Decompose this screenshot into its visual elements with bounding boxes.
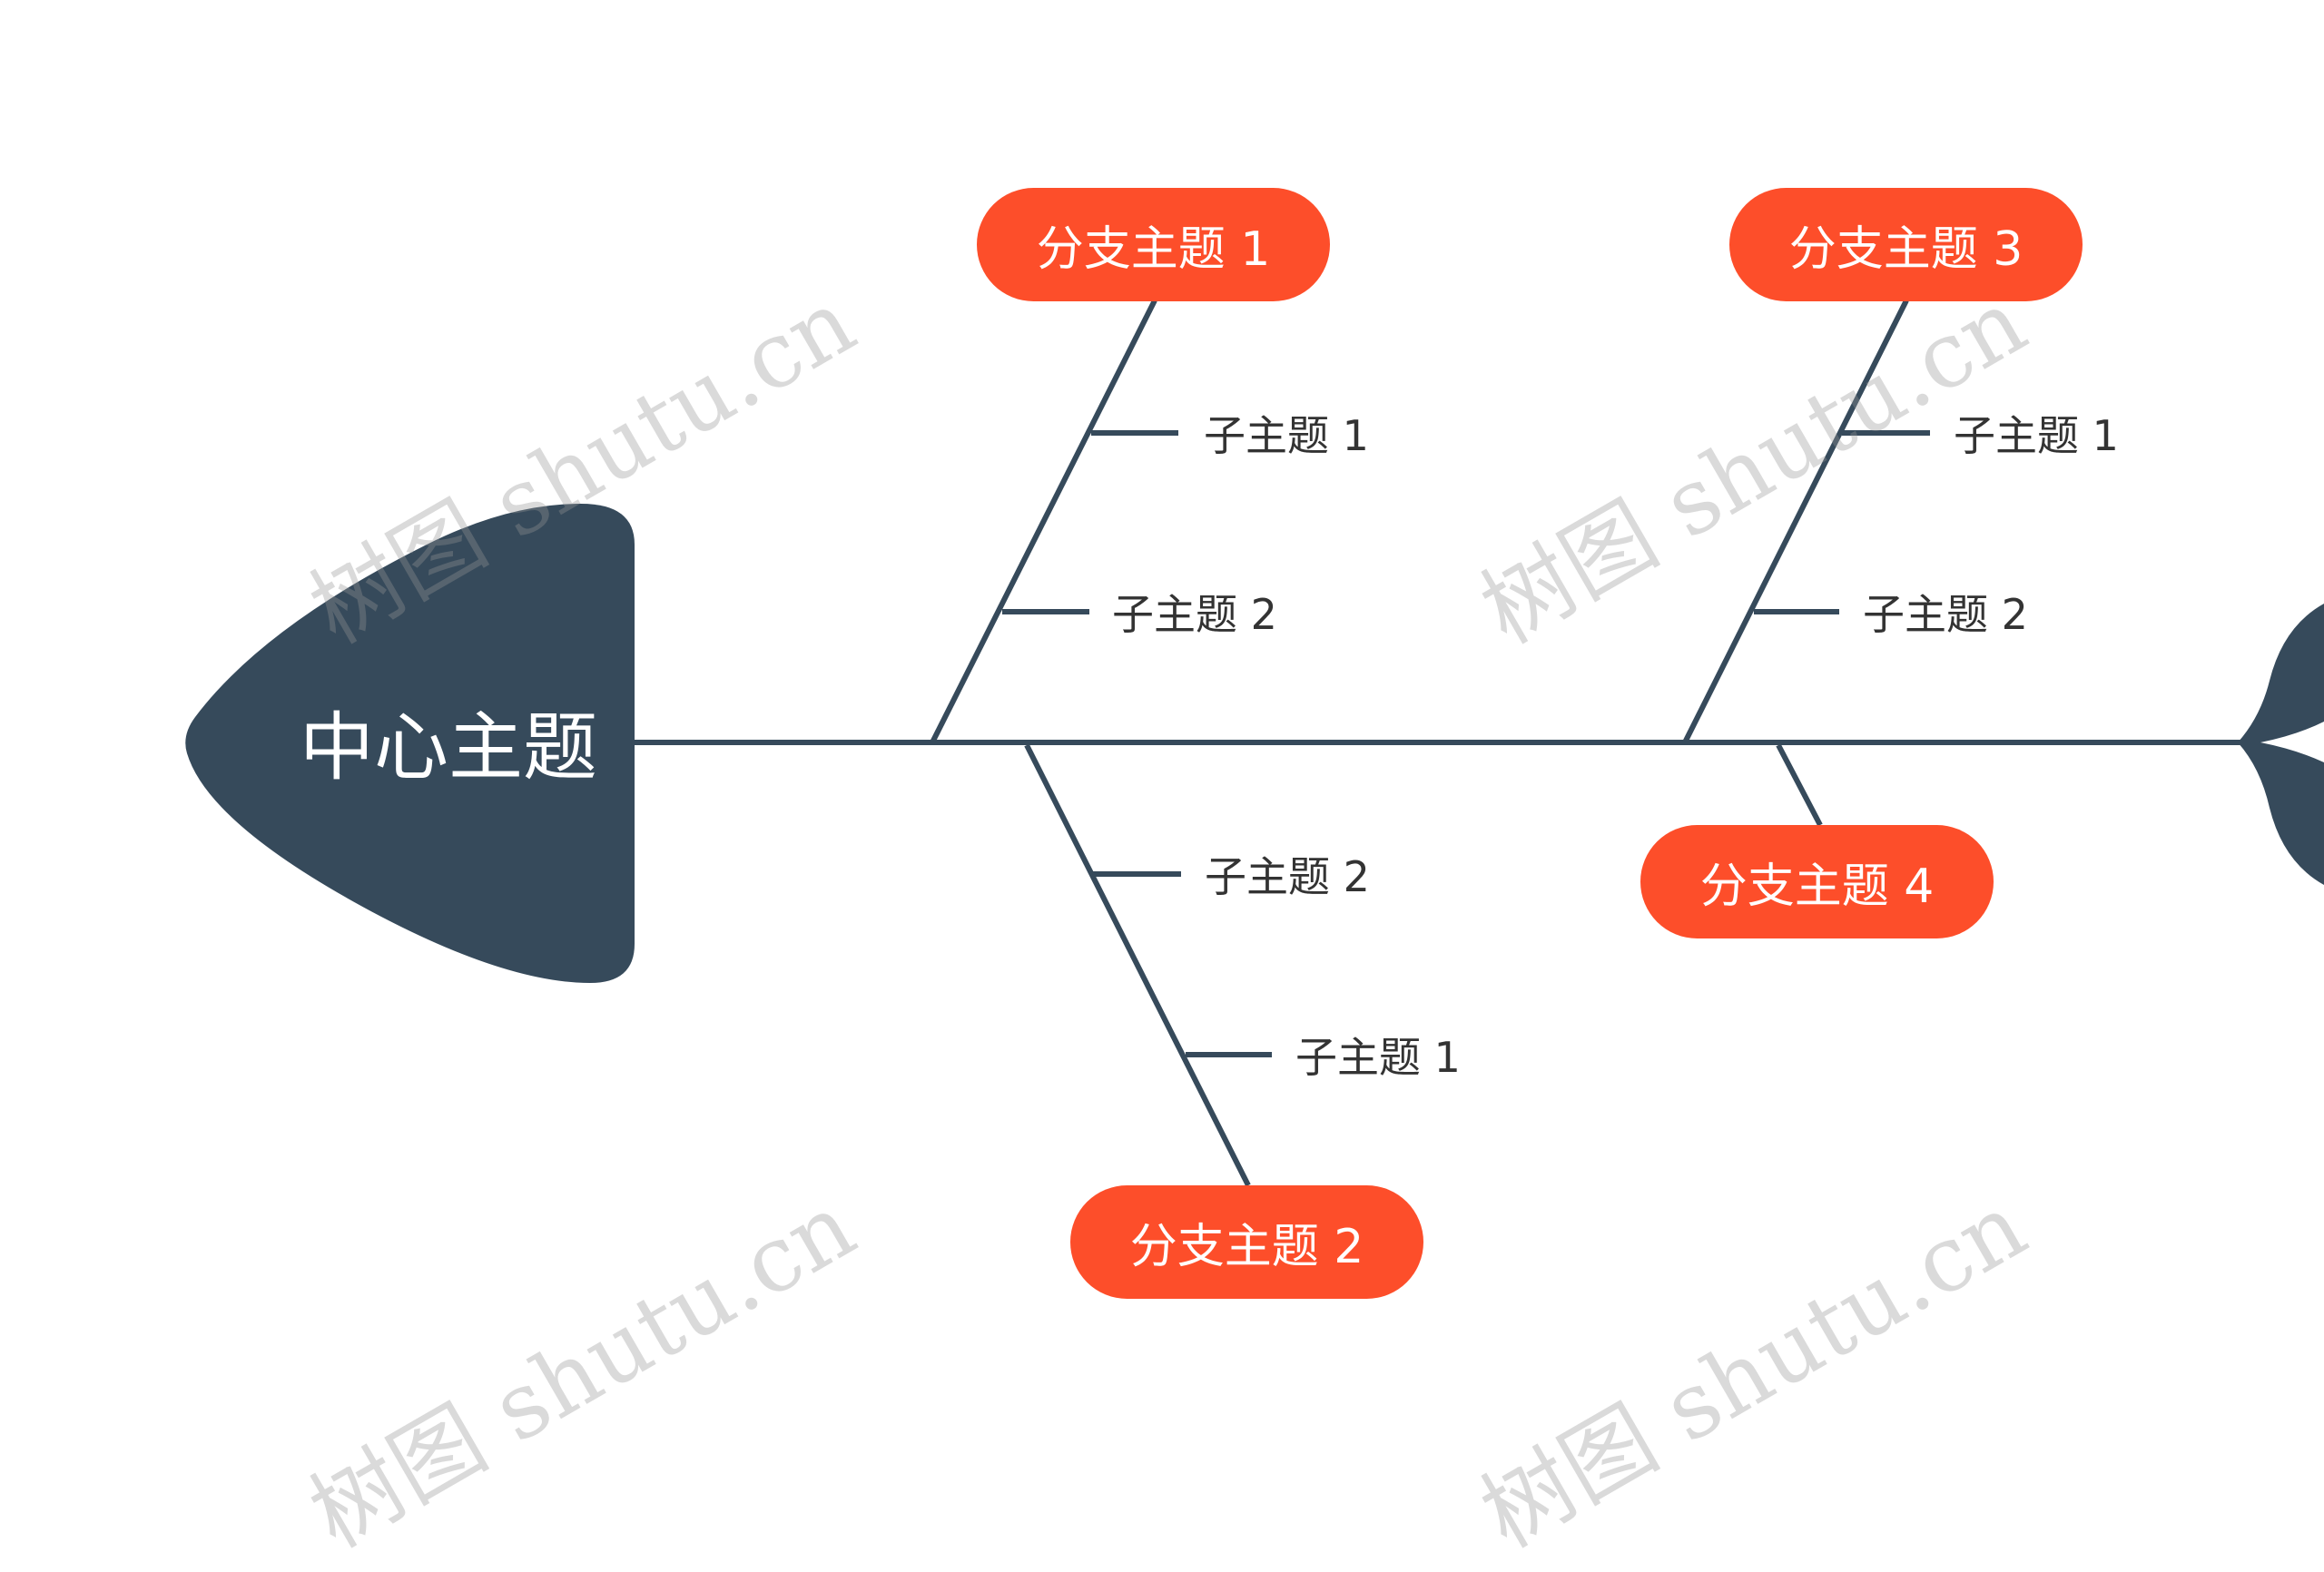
branch-topic-3[interactable]: 分支主题 3	[1729, 188, 2083, 301]
subtopic[interactable]: 子主题 1	[1954, 411, 2119, 460]
branch-4-bone	[1776, 743, 1823, 827]
fishbone-skeleton	[185, 299, 2324, 1187]
subtopic[interactable]: 子主题 1	[1204, 411, 1369, 460]
fish-head	[185, 504, 635, 983]
branch-2-bone	[1024, 743, 1251, 1187]
branch-3-bone	[1682, 299, 1909, 744]
fish-tail	[2238, 604, 2324, 885]
branch-topic-1[interactable]: 分支主题 1	[977, 188, 1330, 301]
branch-1-bone	[930, 299, 1157, 744]
subtopic[interactable]: 子主题 2	[1112, 590, 1277, 639]
branch-topic-2[interactable]: 分支主题 2	[1070, 1185, 1423, 1299]
subtopic[interactable]: 子主题 2	[1205, 852, 1370, 901]
subtopic[interactable]: 子主题 1	[1295, 1033, 1461, 1082]
subtopic[interactable]: 子主题 2	[1863, 590, 2028, 639]
center-topic[interactable]: 中心主题	[300, 704, 598, 791]
branch-topic-4[interactable]: 分支主题 4	[1640, 825, 1994, 938]
